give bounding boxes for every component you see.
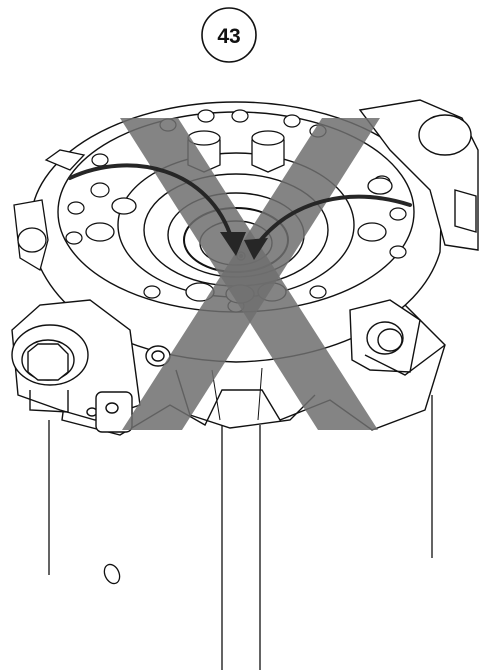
step-number: 43 bbox=[217, 25, 240, 48]
curved-arrow-icon bbox=[68, 163, 412, 248]
arrow-heads bbox=[220, 232, 268, 260]
tie-rods bbox=[48, 395, 433, 670]
left-port bbox=[11, 299, 171, 433]
left-boss bbox=[13, 149, 86, 272]
step-badge: 43 bbox=[201, 7, 257, 63]
cross-mark-icon bbox=[120, 118, 380, 430]
right-port bbox=[349, 99, 479, 376]
